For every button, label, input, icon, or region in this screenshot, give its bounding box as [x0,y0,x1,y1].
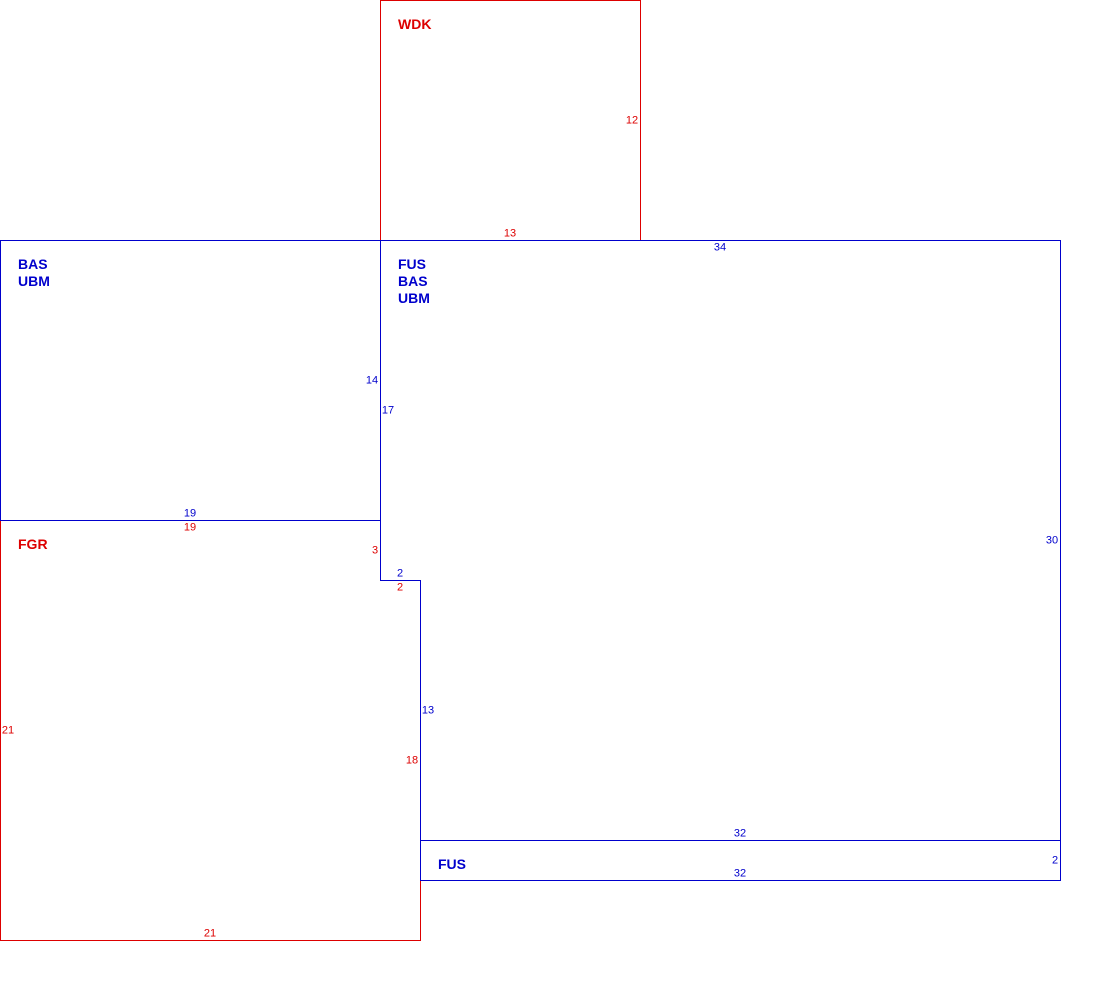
dim-strip-bottom: 32 [734,868,746,880]
dim-fus-top: 34 [714,242,726,254]
dim-fus-left: 17 [382,405,394,417]
fus-bas-ubm-outline [380,240,1061,841]
fus-bas-ubm-area-label: FUS BAS UBM [398,256,431,306]
fus-strip-area-label: FUS [438,856,466,872]
dim-wdk-right: 12 [626,115,638,127]
dim-bas-right: 14 [366,375,378,387]
wdk-outline [380,0,641,241]
dim-fus-notch-left: 13 [422,705,434,717]
bas-ubm-area-label: BAS UBM [18,256,51,289]
bas-ubm-outline [0,240,381,521]
dim-fus-bottom: 32 [734,828,746,840]
dim-fus-right: 30 [1046,535,1058,547]
dim-fgr-notch-top: 2 [397,582,403,594]
dim-strip-right: 2 [1052,855,1058,867]
dim-fgr-top: 19 [184,522,196,534]
fgr-outline [0,520,421,941]
dim-fgr-left: 21 [2,725,14,737]
dim-bas-bottom: 19 [184,508,196,520]
dim-fgr-notch-vertical: 3 [372,545,378,557]
dim-fus-notch-top: 2 [397,568,403,580]
fus-strip-outline [420,840,1061,881]
wdk-area-label: WDK [398,16,431,32]
fgr-area-label: FGR [18,536,48,552]
dim-fgr-bottom: 21 [204,928,216,940]
dim-wdk-bottom: 13 [504,228,516,240]
dim-fgr-right: 18 [406,755,418,767]
